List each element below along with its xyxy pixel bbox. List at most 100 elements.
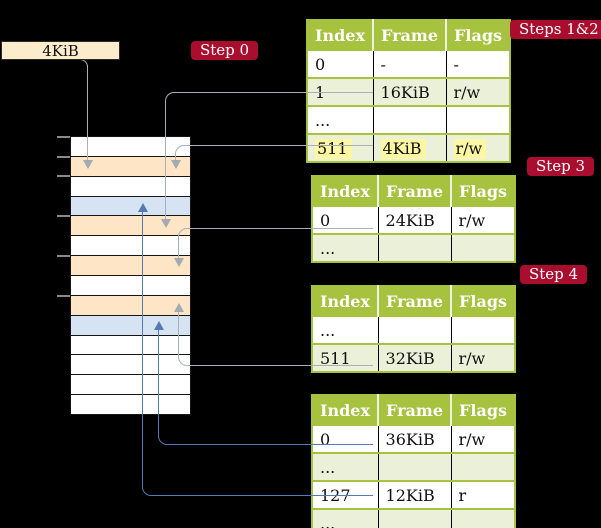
connector-t4-row0	[158, 329, 373, 445]
table-row: 511 32KiB r/w	[312, 343, 516, 372]
arrowhead-t4-row127	[137, 202, 148, 212]
cell-frame	[377, 315, 452, 344]
cell-frame: -	[372, 49, 447, 78]
cell-flags: r	[450, 480, 516, 509]
cell-flags: r/w	[450, 343, 516, 372]
memory-cell-white	[71, 236, 190, 257]
connector-t4-row127	[142, 211, 373, 496]
cell-index: ...	[307, 105, 374, 134]
cell-flags: -	[445, 49, 511, 78]
memory-cell-peach	[71, 295, 190, 316]
cell-index: 0	[312, 424, 379, 453]
cell-flags	[450, 233, 516, 262]
memory-cell-peach	[71, 156, 190, 177]
cell-frame: 16KiB	[372, 77, 447, 106]
connector-t2-row0	[178, 228, 373, 259]
cell-index: ...	[312, 508, 379, 528]
arrowhead-t2-row0	[173, 258, 184, 267]
memory-cell-white	[71, 137, 190, 157]
connector-t3-row511	[178, 311, 373, 366]
cell-frame: 4KiB	[372, 133, 447, 162]
table-row: ...	[312, 233, 516, 262]
cell-frame	[377, 452, 452, 481]
table-row: 0 36KiB r/w	[312, 424, 516, 453]
cell-index: 0	[307, 49, 374, 78]
cell-frame	[372, 105, 447, 134]
physical-memory-column	[70, 136, 191, 415]
memory-cell-white	[71, 355, 190, 376]
cell-flags	[445, 105, 511, 134]
cell-flags: r/w	[450, 205, 516, 234]
arrowhead-t1-row1	[160, 219, 171, 228]
memory-cell-peach	[71, 256, 190, 277]
column-header-frame: Frame	[372, 20, 447, 50]
highlighted-value: r/w	[453, 138, 487, 159]
connector-frame-label-line	[86, 65, 88, 160]
highlighted-value: 511	[315, 138, 352, 159]
table-header-row: Index Frame Flags	[307, 20, 511, 50]
connector-t1-row511	[175, 145, 373, 161]
cell-index: 511	[307, 133, 374, 162]
memory-cell-blue	[71, 196, 190, 217]
column-header-index: Index	[312, 176, 379, 206]
memory-tick	[57, 135, 70, 138]
memory-tick	[57, 214, 70, 217]
memory-tick	[57, 254, 70, 257]
column-header-flags: Flags	[450, 286, 516, 316]
cell-frame: 24KiB	[377, 205, 452, 234]
step0-label: Step 0	[191, 41, 259, 60]
table-row: ...	[312, 452, 516, 481]
cell-frame: 32KiB	[377, 343, 452, 372]
connector-t1-row1	[165, 92, 373, 220]
table-row: 0 - -	[307, 49, 511, 78]
page-table-2: Index Frame Flags 0 24KiB r/w ...	[311, 175, 517, 263]
cell-index: ...	[312, 452, 379, 481]
page-table-4: Index Frame Flags 0 36KiB r/w ... 127 12…	[311, 394, 517, 528]
cell-flags	[450, 315, 516, 344]
cell-flags: r/w	[445, 77, 511, 106]
table-header-row: Index Frame Flags	[312, 286, 516, 316]
memory-cell-white	[71, 375, 190, 396]
arrowhead-frame-label	[82, 160, 93, 169]
page-table-1: Index Frame Flags 0 - - 1 16KiB r/w ...	[306, 19, 512, 163]
column-header-frame: Frame	[377, 395, 452, 425]
table-row: 1 16KiB r/w	[307, 77, 511, 106]
step3-label: Step 3	[527, 157, 595, 176]
memory-cell-white	[71, 335, 190, 356]
column-header-frame: Frame	[377, 286, 452, 316]
table-header-row: Index Frame Flags	[312, 395, 516, 425]
cell-frame	[377, 233, 452, 262]
memory-cell-white	[71, 395, 190, 415]
memory-tick	[57, 175, 70, 177]
memory-cell-peach	[71, 216, 190, 237]
table-row: 127 12KiB r	[312, 480, 516, 509]
frame-4kib-box: 4KiB	[1, 41, 120, 60]
memory-tick	[57, 155, 70, 158]
column-header-flags: Flags	[450, 395, 516, 425]
arrowhead-t1-row511	[170, 160, 181, 169]
column-header-flags: Flags	[450, 176, 516, 206]
cell-index: 511	[312, 343, 379, 372]
memory-cell-white	[71, 276, 190, 296]
table-row-highlighted: 511 4KiB r/w	[307, 133, 511, 162]
page-table-3: Index Frame Flags ... 511 32KiB r/w	[311, 285, 517, 373]
table-header-row: Index Frame Flags	[312, 176, 516, 206]
arrowhead-t4-row0	[153, 320, 164, 330]
cell-frame: 36KiB	[377, 424, 452, 453]
arrowhead-t3-row511	[173, 302, 184, 312]
table-row: ...	[312, 508, 516, 528]
highlighted-value: 4KiB	[380, 138, 426, 159]
step4-label: Step 4	[520, 265, 588, 284]
table-row: ...	[307, 105, 511, 134]
cell-frame	[377, 508, 452, 528]
column-header-index: Index	[307, 20, 374, 50]
column-header-index: Index	[312, 395, 379, 425]
cell-flags	[450, 452, 516, 481]
frame-4kib-label: 4KiB	[42, 41, 79, 60]
cell-flags: r/w	[445, 133, 511, 162]
cell-flags	[450, 508, 516, 528]
column-header-flags: Flags	[445, 20, 511, 50]
column-header-frame: Frame	[377, 176, 452, 206]
steps12-label: Steps 1&2	[510, 20, 601, 39]
